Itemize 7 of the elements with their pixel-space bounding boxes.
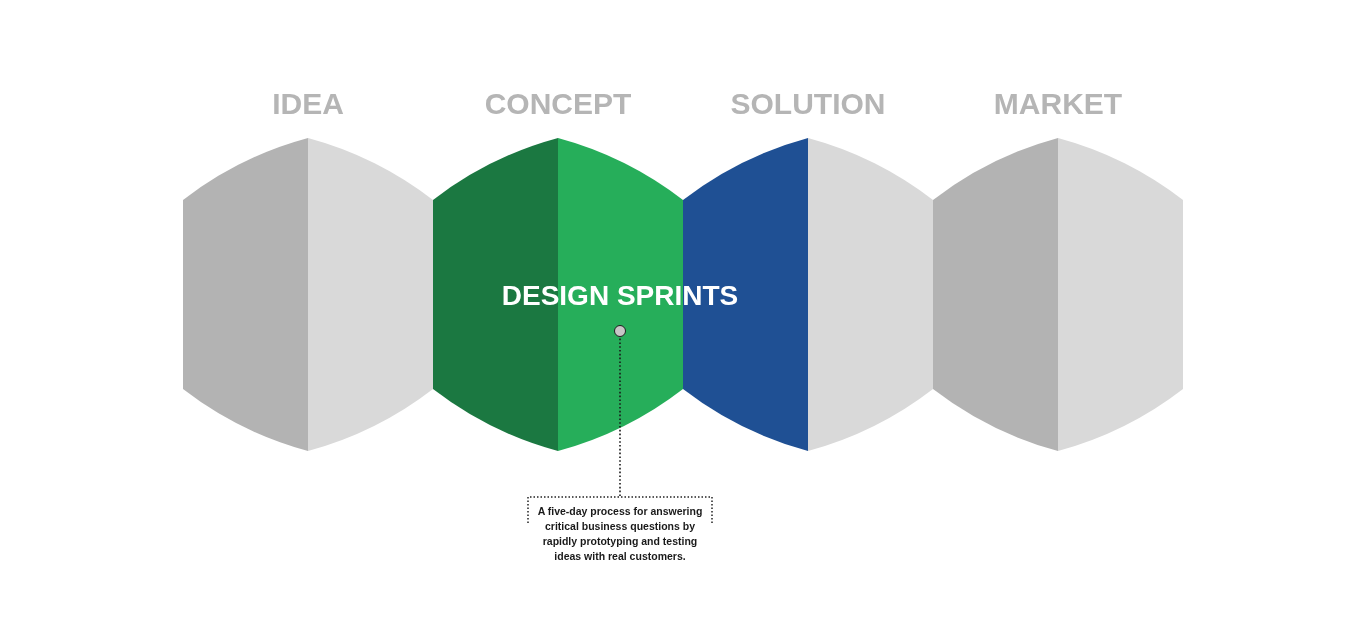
stage-heading: IDEA [271, 87, 345, 121]
overlay-title: DESIGN SPRINTS [500, 280, 740, 312]
leader-line [619, 336, 621, 497]
stage-heading: CONCEPT [483, 87, 633, 121]
stage-heading: SOLUTION [729, 87, 887, 121]
callout-text: A five-day process for answering critical business questions by rapidly prototyping and testing ideas with real customers. [536, 504, 704, 564]
stage-heading: MARKET [992, 87, 1124, 121]
